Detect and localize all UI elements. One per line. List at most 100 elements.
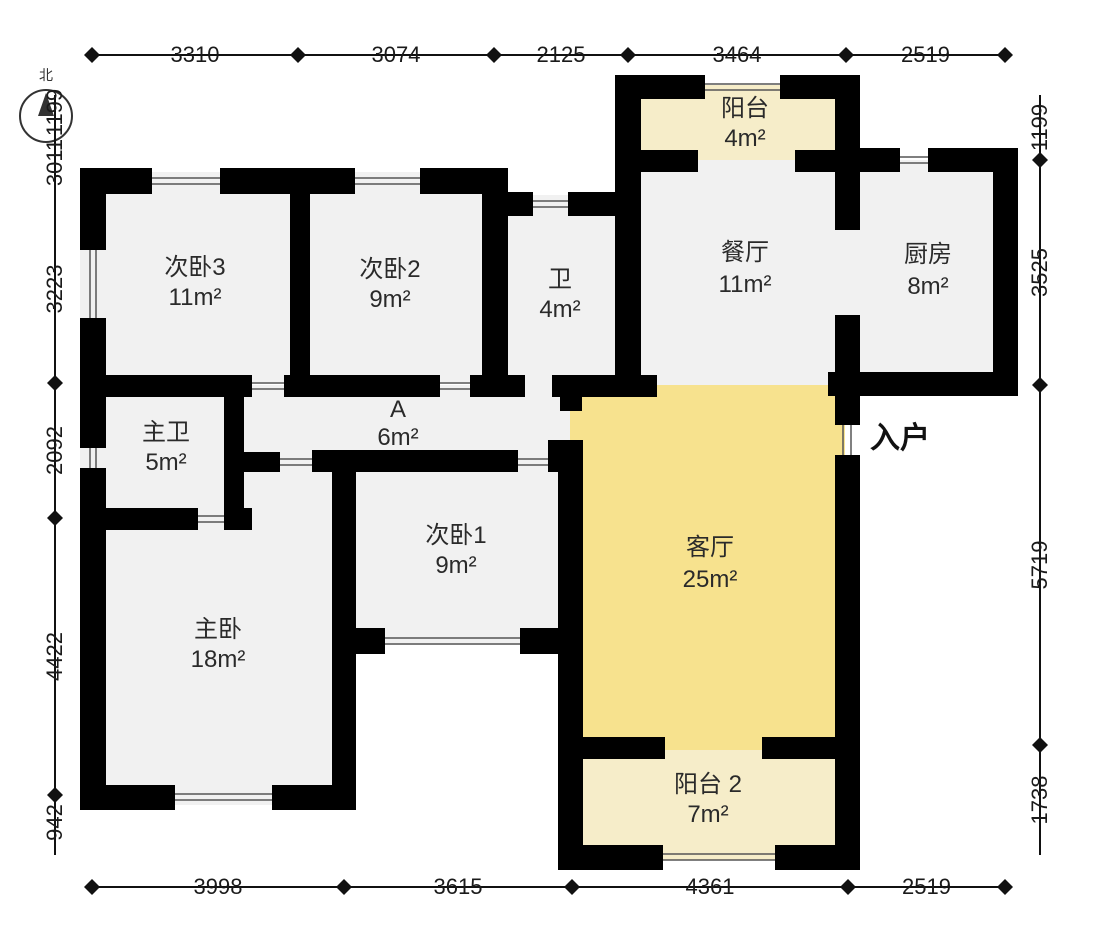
dimension-label: 3615 [434, 874, 483, 899]
floor-kitchen [845, 160, 1010, 385]
room-area-master-bath: 5m² [145, 449, 186, 476]
room-labels: 阳台 4m² 餐厅 11m² 厨房 8m² 次卧3 11m² 次卧2 9m² 卫… [142, 95, 952, 828]
floor-balcony-2 [570, 750, 845, 860]
dimension-label: 3223 [42, 265, 67, 314]
wall [552, 375, 657, 397]
dimension-tick [290, 47, 306, 63]
dimension-label: 1199 [1027, 104, 1052, 151]
wall [470, 375, 525, 397]
room-area-bedroom1: 9m² [435, 552, 476, 579]
wall [835, 315, 860, 425]
dimension-label: 3310 [171, 42, 220, 67]
wall [284, 375, 440, 397]
wall [224, 395, 244, 530]
wall [508, 192, 533, 216]
wall [630, 150, 698, 172]
wall [558, 440, 583, 870]
room-name-master-bedroom: 主卧 [194, 616, 242, 643]
dimension-label: 4422 [42, 632, 67, 681]
dimension-tick [997, 879, 1013, 895]
dimension-tick [620, 47, 636, 63]
north-label: 北 [39, 67, 53, 83]
dimension-tick [838, 47, 854, 63]
room-area-bedroom2: 9m² [369, 286, 410, 313]
room-name-balcony-2: 阳台 2 [674, 771, 742, 798]
room-area-bedroom3: 11m² [169, 284, 222, 311]
windows [89, 83, 928, 861]
wall [615, 75, 641, 397]
dimension-label: 942 [42, 804, 67, 841]
room-area-corridor: 6m² [377, 424, 418, 451]
room-area-balcony-top: 4m² [724, 125, 765, 152]
wall [558, 845, 663, 870]
wall [993, 148, 1018, 396]
wall [482, 168, 508, 388]
dimension-label: 3011 [42, 139, 67, 186]
room-area-kitchen: 8m² [907, 273, 948, 300]
room-name-bath: 卫 [548, 266, 572, 293]
wall [80, 508, 198, 530]
floor-corridor [240, 385, 580, 460]
room-name-bedroom2: 次卧2 [359, 256, 420, 283]
dimension-tick [564, 879, 580, 895]
wall [845, 148, 900, 172]
room-name-master-bath: 主卫 [142, 419, 190, 446]
room-name-kitchen: 厨房 [904, 241, 952, 268]
dimension-label: 3464 [713, 42, 762, 67]
wall [795, 150, 845, 172]
wall [244, 452, 280, 472]
wall [312, 450, 518, 472]
floors [80, 85, 1010, 860]
wall [775, 845, 860, 870]
room-name-bedroom3: 次卧3 [164, 254, 225, 281]
dimension-tick [47, 787, 63, 803]
floor-dining [625, 160, 845, 390]
room-area-master-bedroom: 18m² [191, 646, 246, 673]
wall [828, 372, 1018, 396]
room-area-living: 25m² [683, 566, 738, 593]
dimension-label: 2519 [902, 874, 951, 899]
floor-bedroom2 [295, 172, 495, 382]
floor-bedroom3 [80, 172, 295, 382]
wall [570, 737, 665, 759]
dimension-ticks [47, 47, 1048, 895]
dimension-tick [840, 879, 856, 895]
walls [80, 75, 1018, 870]
dimension-tick [1032, 377, 1048, 393]
north-compass: 北 [19, 67, 73, 143]
dimension-label: 2092 [42, 426, 67, 475]
wall [762, 737, 860, 759]
wall [345, 628, 385, 654]
entry-label: 入户 [870, 422, 930, 455]
dimension-tick [47, 375, 63, 391]
dimension-label: 3525 [1027, 248, 1052, 297]
room-name-bedroom1: 次卧1 [425, 522, 486, 549]
dimension-tick [1032, 152, 1048, 168]
dimension-label: 4361 [686, 874, 735, 899]
dimension-label: 1738 [1027, 776, 1052, 825]
room-name-living: 客厅 [686, 534, 734, 561]
wall [835, 455, 860, 870]
floor-bedroom1 [345, 460, 570, 645]
room-area-balcony-2: 7m² [687, 801, 728, 828]
room-area-dining: 11m² [719, 271, 772, 298]
dimension-labels: 3310 3074 2125 3464 2519 3998 3615 4361 2519 1199… [42, 42, 1052, 899]
dimension-label: 3998 [194, 874, 243, 899]
compass-ring [19, 89, 73, 143]
wall [80, 168, 106, 250]
dimension-tick [84, 879, 100, 895]
wall [272, 785, 356, 810]
dimension-label: 3074 [372, 42, 421, 67]
dimension-label: 2125 [537, 42, 586, 67]
wall [290, 168, 310, 388]
room-name-dining: 餐厅 [721, 239, 769, 266]
dimension-tick [336, 879, 352, 895]
dimension-tick [84, 47, 100, 63]
north-arrow-icon [38, 93, 54, 116]
dimension-tick [486, 47, 502, 63]
room-name-corridor: A [390, 396, 406, 423]
wall [560, 395, 582, 411]
dimension-tick [997, 47, 1013, 63]
dimension-label: 2519 [901, 42, 950, 67]
